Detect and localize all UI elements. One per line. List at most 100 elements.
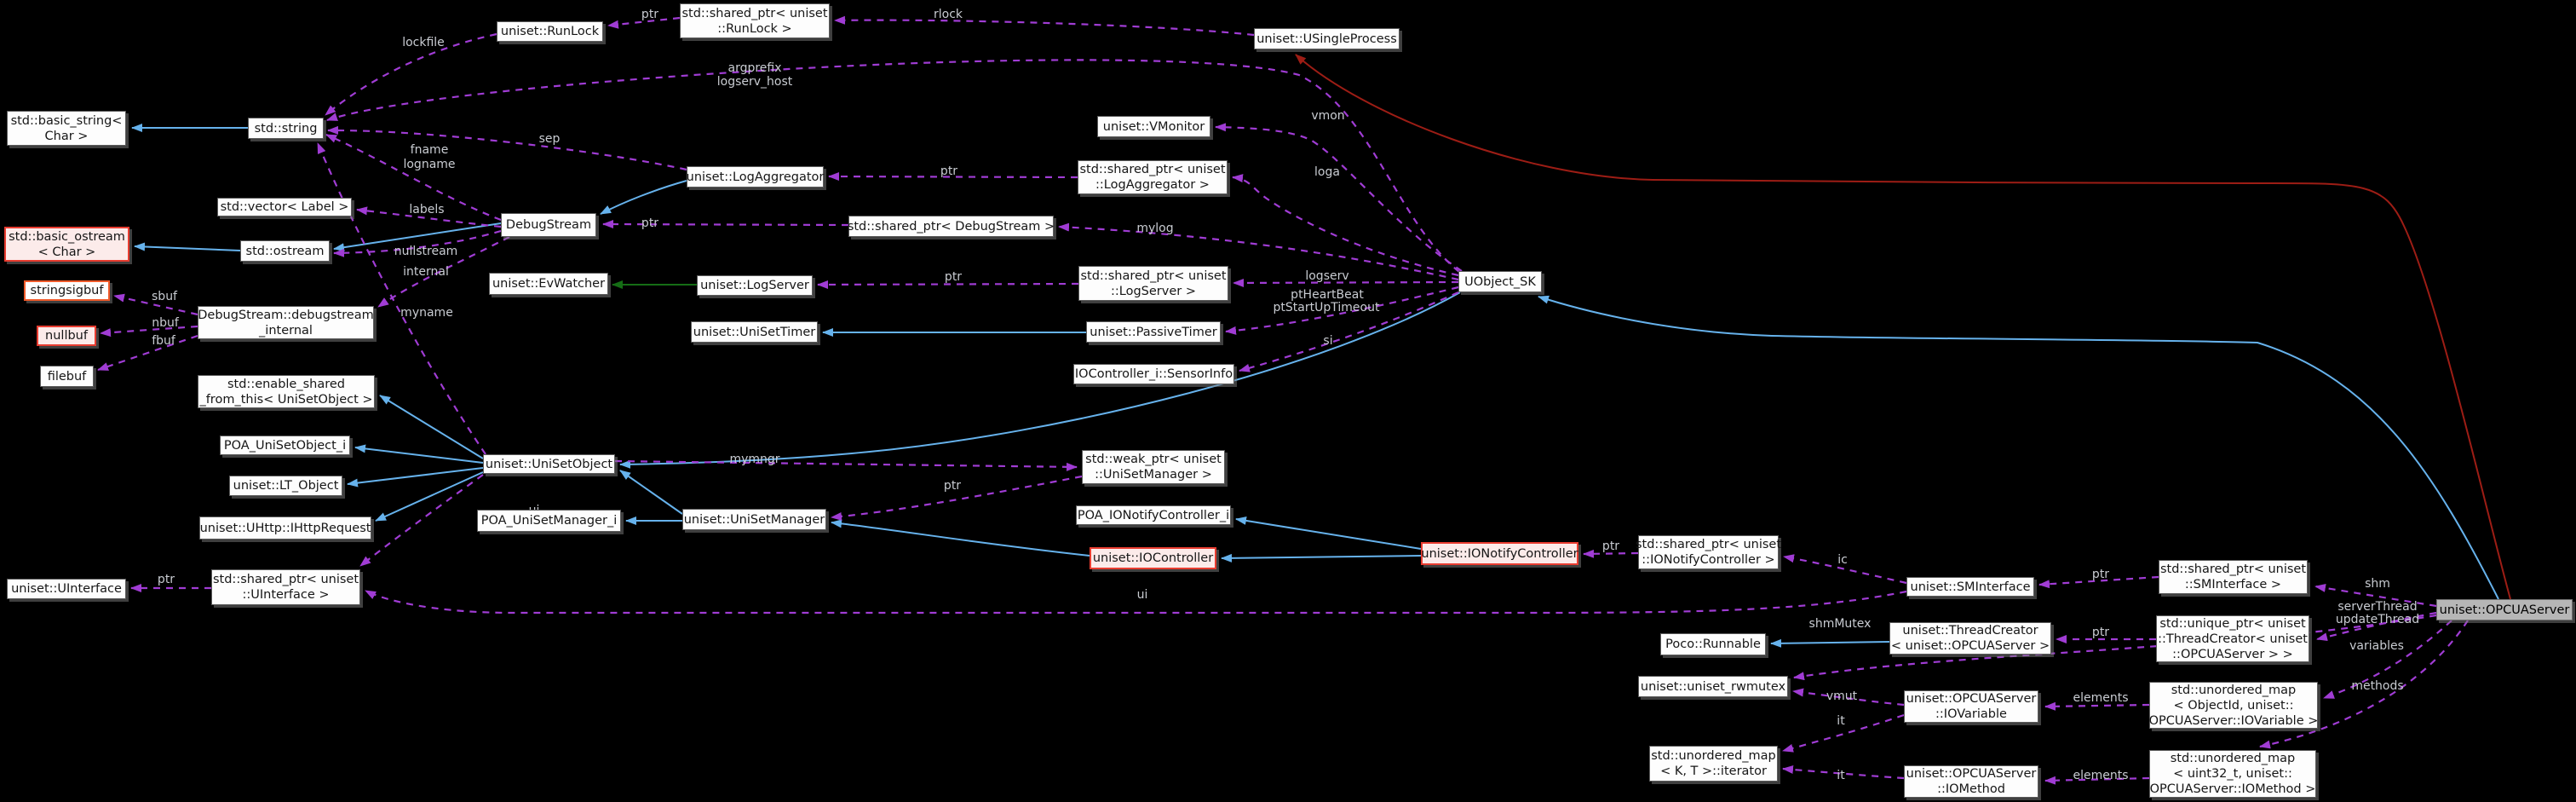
node-um-objectid[interactable]: std::unordered_map< ObjectId, uniset::OP… — [2149, 682, 2318, 729]
node-passivetimer[interactable]: uniset::PassiveTimer — [1086, 321, 1221, 343]
node-basic-string-label-line0: std::basic_string< — [10, 113, 123, 128]
node-uobject-sk[interactable]: UObject_SK — [1458, 271, 1542, 292]
node-threadcreator[interactable]: uniset::ThreadCreator< uniset::OPCUAServ… — [1889, 622, 2051, 655]
node-iomethod[interactable]: uniset::OPCUAServer::IOMethod — [1904, 765, 2038, 798]
edge-uobject-sk-sp-logaggregator — [1232, 174, 1459, 277]
node-runlock[interactable]: uniset::RunLock — [497, 21, 603, 42]
node-opcuaserver[interactable]: uniset::OPCUAServer — [2436, 599, 2573, 620]
edge-sminterface-sp-uinterface — [365, 590, 1907, 614]
node-usingleprocess[interactable]: uniset::USingleProcess — [1254, 28, 1400, 49]
node-sp-debugstream-label-line0: std::shared_ptr< DebugStream > — [847, 219, 1055, 234]
edge-sminterface-sp-ionotify — [1783, 554, 1907, 585]
node-nullbuf-label-line0: nullbuf — [45, 329, 88, 343]
node-unique-ptr-tc-label-line2: ::OPCUAServer > > — [2172, 647, 2293, 661]
node-vmonitor[interactable]: uniset::VMonitor — [1097, 116, 1210, 137]
node-sensorinfo-label-line0: IOController_i::SensorInfo — [1074, 367, 1233, 381]
node-um-uint32-label-line0: std::unordered_map — [2170, 752, 2296, 765]
node-iocontroller[interactable]: uniset::IOController — [1090, 547, 1216, 569]
node-iterator[interactable]: std::unordered_map< K, T >::iterator — [1649, 746, 1778, 782]
node-poco-runnable[interactable]: Poco::Runnable — [1660, 633, 1766, 655]
edge-sp-debugstream-debugstream — [602, 220, 849, 229]
node-sp-ionotify[interactable]: std::shared_ptr< uniset::IONotifyControl… — [1636, 535, 1781, 569]
edge-runlock-string — [325, 32, 497, 116]
node-sp-sminterface-label-line1: ::SMInterface > — [2184, 578, 2282, 591]
edge-debugstream-string — [325, 133, 502, 222]
node-sp-logserver-label-line1: ::LogServer > — [1111, 284, 1196, 298]
node-iovariable-label-line0: uniset::OPCUAServer — [1906, 692, 2037, 706]
node-filebuf[interactable]: filebuf — [40, 366, 94, 387]
edge-sp-sminterface-sminterface — [2038, 575, 2159, 589]
node-nullbuf[interactable]: nullbuf — [37, 326, 96, 346]
node-iovariable[interactable]: uniset::OPCUAServer::IOVariable — [1904, 690, 2038, 723]
node-sp-runlock-label-line1: ::RunLock > — [717, 21, 792, 36]
node-sensorinfo[interactable]: IOController_i::SensorInfo — [1073, 364, 1234, 384]
node-poa-ionotify-label-line0: POA_IONotifyController_i — [1077, 508, 1230, 522]
node-rwmutex[interactable]: uniset::uniset_rwmutex — [1638, 676, 1788, 697]
edge-debugstream-vector-label — [356, 206, 502, 228]
edge-logaggregator-debugstream — [600, 180, 687, 215]
edge-ostream-basic-ostream — [134, 242, 241, 251]
node-uhttp[interactable]: uniset::UHttp::IHttpRequest — [199, 516, 371, 539]
node-sp-uinterface[interactable]: std::shared_ptr< uniset::UInterface > — [211, 569, 360, 605]
node-rwmutex-label-line0: uniset::uniset_rwmutex — [1640, 679, 1786, 694]
node-poa-ionotify[interactable]: POA_IONotifyController_i — [1076, 505, 1231, 525]
node-weak-ptr-mgr-label-line1: ::UniSetManager > — [1095, 468, 1212, 482]
node-sp-logaggregator[interactable]: std::shared_ptr< uniset::LogAggregator > — [1078, 160, 1228, 194]
node-debugstream[interactable]: DebugStream — [501, 213, 596, 237]
edge-uobject-sk-passivetimer — [1225, 286, 1459, 335]
node-logaggregator[interactable]: uniset::LogAggregator — [687, 166, 824, 188]
node-sp-ionotify-label-line1: ::IONotifyController > — [1642, 553, 1775, 567]
edge-opcuaserver-um-objectid — [2323, 620, 2452, 700]
node-um-uint32[interactable]: std::unordered_map< uint32_t, uniset::OP… — [2149, 750, 2316, 798]
node-string[interactable]: std::string — [248, 118, 324, 139]
node-sp-uinterface-label-line0: std::shared_ptr< uniset — [212, 573, 359, 586]
node-basic-string-label-line1: Char > — [44, 129, 89, 143]
edge-iovariable-iterator — [1782, 713, 1905, 753]
node-poa-unisetmanager[interactable]: POA_UniSetManager_i — [477, 510, 621, 532]
node-debugstream-label-line0: DebugStream — [505, 218, 592, 232]
node-basic-ostream[interactable]: std::basic_ostream< Char > — [4, 227, 129, 262]
edge-sp-ionotify-ionotifycontroller — [1583, 549, 1639, 558]
node-logserver[interactable]: uniset::LogServer — [697, 275, 813, 296]
node-sp-runlock[interactable]: std::shared_ptr< uniset::RunLock > — [680, 3, 830, 38]
node-evwatcher[interactable]: uniset::EvWatcher — [489, 273, 608, 295]
node-poa-unisetobject[interactable]: POA_UniSetObject_i — [220, 436, 350, 455]
edge-logaggregator-string — [327, 125, 687, 171]
edge-unisetobject-string — [316, 142, 486, 455]
node-um-objectid-label-line0: std::unordered_map — [2171, 683, 2297, 697]
node-sp-logserver[interactable]: std::shared_ptr< uniset::LogServer > — [1078, 266, 1228, 301]
node-unisetmanager[interactable]: uniset::UniSetManager — [682, 509, 826, 530]
node-dbg-internal-label-line0: DebugStream::debugstream — [198, 308, 374, 322]
node-unique-ptr-tc[interactable]: std::unique_ptr< uniset::ThreadCreator< … — [2156, 615, 2309, 662]
node-uobject-sk-label-line0: UObject_SK — [1464, 274, 1536, 289]
node-iomethod-label-line0: uniset::OPCUAServer — [1906, 767, 2037, 781]
node-unisetobject[interactable]: uniset::UniSetObject — [483, 454, 615, 474]
edge-um-uint32-iomethod — [2044, 776, 2150, 785]
edge-iomethod-iterator — [1782, 764, 1905, 780]
node-ionotifycontroller[interactable]: uniset::IONotifyController — [1421, 542, 1578, 565]
node-unisettimer[interactable]: uniset::UniSetTimer — [691, 321, 818, 343]
node-sp-debugstream[interactable]: std::shared_ptr< DebugStream > — [847, 216, 1055, 237]
node-weak-ptr-mgr[interactable]: std::weak_ptr< uniset::UniSetManager > — [1082, 450, 1225, 484]
node-um-objectid-label-line2: OPCUAServer::IOVariable > — [2148, 713, 2319, 728]
node-ostream[interactable]: std::ostream — [240, 240, 330, 262]
node-uinterface-label-line0: uniset::UInterface — [11, 582, 122, 596]
node-enable-shared-label-line1: _from_this< UniSetObject > — [199, 392, 373, 407]
node-unisetmanager-label-line0: uniset::UniSetManager — [683, 512, 825, 527]
node-sp-sminterface[interactable]: std::shared_ptr< uniset::SMInterface > — [2159, 560, 2308, 594]
node-vector-label[interactable]: std::vector< Label > — [217, 198, 352, 216]
node-lt-object-label-line0: uniset::LT_Object — [233, 479, 339, 493]
node-string-label-line0: std::string — [254, 121, 318, 136]
node-stringsigbuf[interactable]: stringsigbuf — [24, 280, 110, 301]
node-uinterface[interactable]: uniset::UInterface — [7, 579, 126, 599]
edge-opcuaserver-usingleprocess — [1295, 54, 2511, 600]
node-sminterface[interactable]: uniset::SMInterface — [1906, 577, 2034, 597]
node-enable-shared[interactable]: std::enable_shared_from_this< UniSetObje… — [198, 375, 375, 408]
edge-opcuaserver-um-uint32 — [2259, 620, 2469, 749]
node-basic-string[interactable]: std::basic_string<Char > — [7, 111, 126, 146]
node-sp-logaggregator-label-line0: std::shared_ptr< uniset — [1079, 163, 1226, 176]
node-lt-object[interactable]: uniset::LT_Object — [229, 476, 342, 496]
node-dbg-internal[interactable]: DebugStream::debugstream_internal — [198, 306, 374, 339]
edge-um-objectid-iovariable — [2044, 701, 2150, 711]
